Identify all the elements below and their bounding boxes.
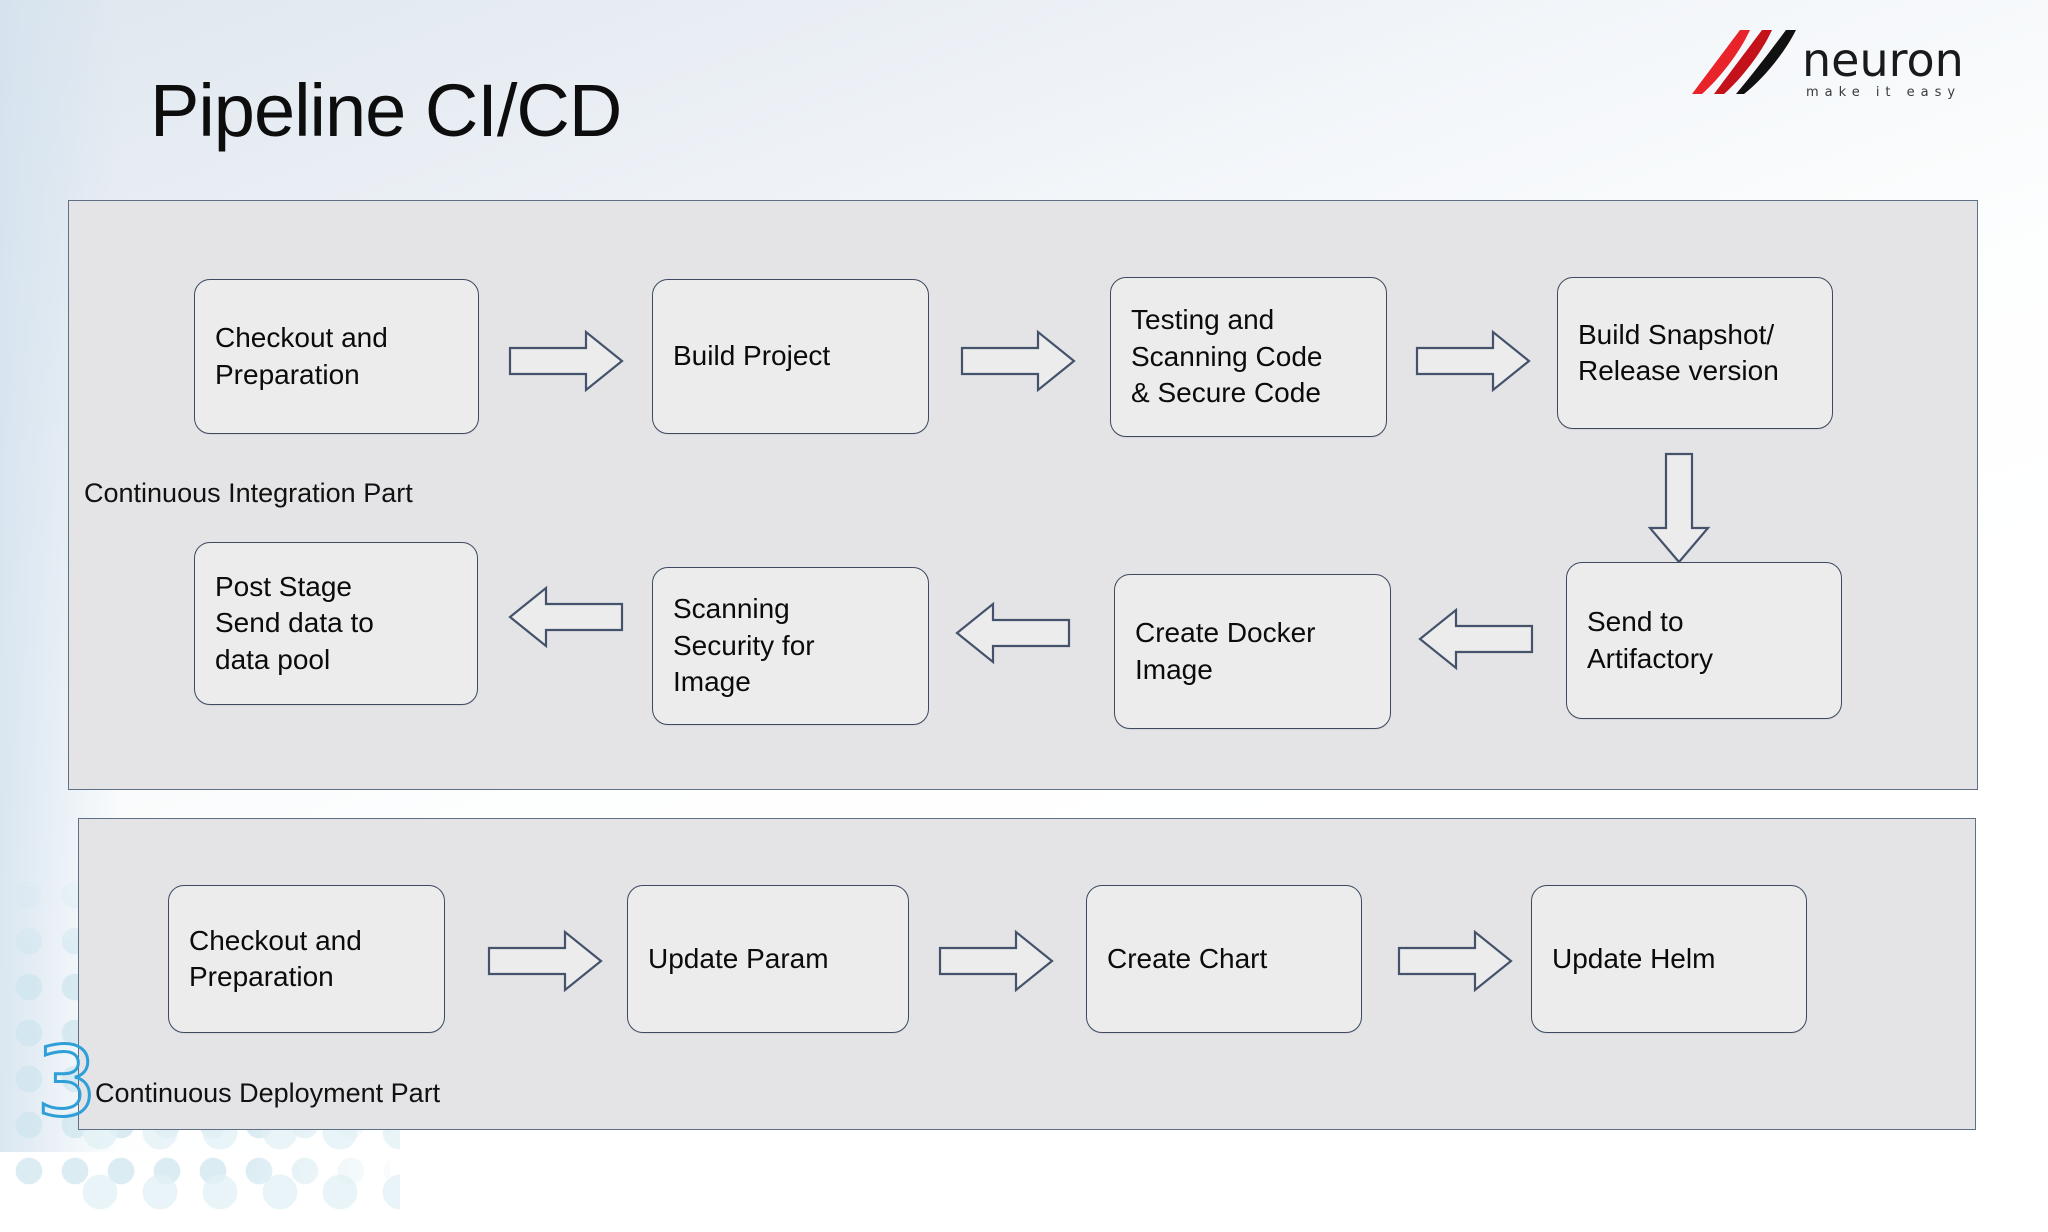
node-label: Create Chart — [1107, 942, 1268, 974]
node-testing-and-scanning-code[interactable]: Testing and Scanning Code & Secure Code — [1110, 277, 1387, 437]
node-scanning-security-for-image[interactable]: Scanning Security for Image — [652, 567, 929, 725]
arrow-right-icon — [1415, 329, 1531, 393]
arrow-left-icon — [1418, 607, 1534, 671]
arrow-left-icon — [508, 585, 624, 649]
section-label-continuous-deployment: Continuous Deployment Part — [95, 1078, 441, 1108]
node-label: Update Helm — [1552, 942, 1716, 974]
arrow-down-icon — [1647, 452, 1711, 564]
node-label: Update Param — [648, 942, 829, 974]
node-label: Post Stage Send data to data pool — [215, 570, 374, 675]
node-label: Build Snapshot/ Release version — [1578, 318, 1779, 386]
node-label: Build Project — [673, 340, 831, 372]
node-label: Checkout and Preparation — [215, 322, 388, 390]
arrow-right-icon — [1397, 929, 1513, 993]
neuron-logo: neuron make it easy — [1684, 26, 2024, 102]
node-label: Scanning Security for Image — [673, 593, 815, 698]
logo-swoosh-icon — [1692, 30, 1796, 94]
arrow-right-icon — [938, 929, 1054, 993]
node-build-snapshot-release-version[interactable]: Build Snapshot/ Release version — [1557, 277, 1833, 429]
node-create-chart[interactable]: Create Chart — [1086, 885, 1362, 1033]
section-label-continuous-integration: Continuous Integration Part — [84, 478, 413, 508]
node-label: Create Docker Image — [1135, 617, 1316, 685]
slide-number: 3 — [34, 1026, 98, 1138]
arrow-right-icon — [508, 329, 624, 393]
arrow-right-icon — [487, 929, 603, 993]
node-post-stage-send-data-to-data-pool[interactable]: Post Stage Send data to data pool — [194, 542, 478, 705]
node-checkout-and-preparation[interactable]: Checkout and Preparation — [194, 279, 479, 434]
node-label: Checkout and Preparation — [189, 924, 362, 992]
node-label: Testing and Scanning Code & Secure Code — [1131, 304, 1323, 409]
node-create-docker-image[interactable]: Create Docker Image — [1114, 574, 1391, 729]
arrow-left-icon — [955, 601, 1071, 665]
logo-wordmark: neuron — [1802, 33, 1964, 87]
node-update-helm[interactable]: Update Helm — [1531, 885, 1807, 1033]
page-title: Pipeline CI/CD — [150, 69, 622, 152]
node-send-to-artifactory[interactable]: Send to Artifactory — [1566, 562, 1842, 719]
node-label: Send to Artifactory — [1587, 606, 1714, 674]
node-update-param[interactable]: Update Param — [627, 885, 909, 1033]
logo-tagline: make it easy — [1806, 85, 1961, 100]
node-build-project[interactable]: Build Project — [652, 279, 929, 434]
node-cd-checkout-and-preparation[interactable]: Checkout and Preparation — [168, 885, 445, 1033]
arrow-right-icon — [960, 329, 1076, 393]
